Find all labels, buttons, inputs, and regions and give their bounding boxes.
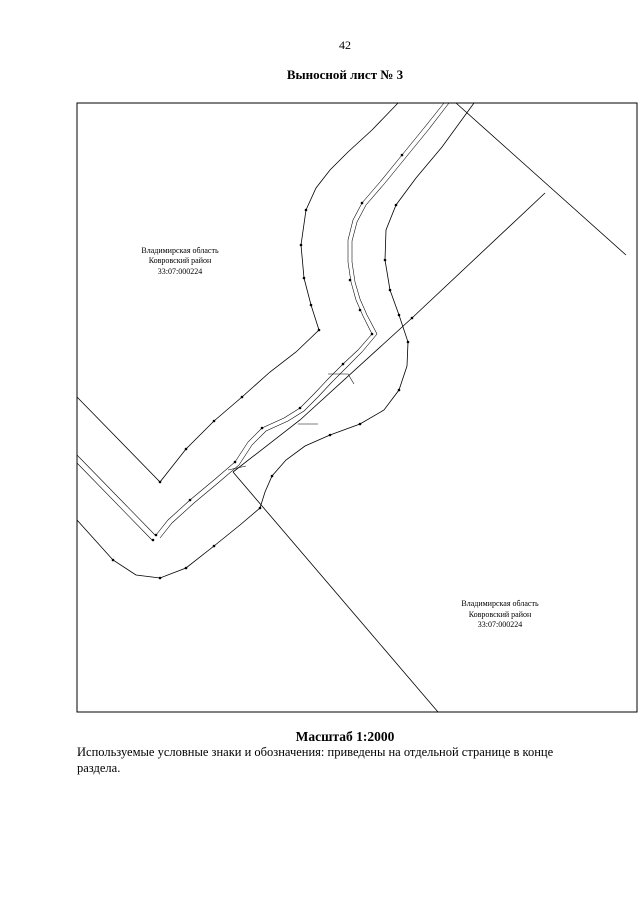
corridor-upper-edge bbox=[76, 102, 399, 483]
region-name: Владимирская область bbox=[461, 599, 539, 608]
map-scale: Масштаб 1:2000 bbox=[295, 729, 395, 744]
region-name: Владимирская область bbox=[141, 246, 219, 255]
parcel-boundary-lower bbox=[232, 471, 439, 713]
vertex-point bbox=[400, 153, 404, 157]
vertex-point bbox=[317, 328, 321, 332]
vertex-point bbox=[383, 258, 387, 262]
vertex-point bbox=[304, 208, 308, 212]
vertex-point bbox=[260, 426, 264, 430]
vertex-point bbox=[341, 362, 345, 366]
legend-note-line-1: Используемые условные знаки и обозначени… bbox=[77, 745, 554, 759]
vertex-point bbox=[212, 419, 216, 423]
vertex-point bbox=[302, 276, 306, 280]
region-label-left: Владимирская область Ковровский район 33… bbox=[141, 246, 219, 276]
district-name: Ковровский район bbox=[469, 610, 532, 619]
vertex-point bbox=[309, 303, 313, 307]
vertex-point bbox=[328, 433, 332, 437]
vertex-point bbox=[299, 243, 303, 247]
map-frame bbox=[76, 102, 638, 713]
leader-line bbox=[227, 465, 247, 471]
vertex-point bbox=[394, 203, 398, 207]
vertex-point bbox=[111, 558, 115, 562]
vertex-point bbox=[158, 480, 162, 484]
vertex-point bbox=[212, 544, 216, 548]
vertex-point bbox=[188, 498, 192, 502]
page-title: Выносной лист № 3 bbox=[286, 67, 404, 82]
vertex-point bbox=[298, 406, 302, 410]
vertex-point bbox=[406, 340, 410, 344]
corridor-lower-edge bbox=[76, 102, 475, 579]
vertex-point bbox=[233, 460, 237, 464]
parcel-boundary-upper-right bbox=[455, 102, 627, 256]
vertex-point bbox=[348, 278, 352, 282]
vertex-point bbox=[397, 313, 401, 317]
vertex-point bbox=[410, 316, 414, 320]
cadastral-number: 33:07:000224 bbox=[158, 267, 202, 276]
district-name: Ковровский район bbox=[149, 256, 212, 265]
left-road-line-2 bbox=[76, 462, 153, 541]
vertex-points bbox=[111, 153, 414, 580]
left-road-line-1 bbox=[76, 454, 156, 536]
leader-line bbox=[328, 373, 355, 385]
vertex-point bbox=[184, 566, 188, 570]
cadastral-number: 33:07:000224 bbox=[478, 620, 522, 629]
road-line-2 bbox=[159, 102, 450, 539]
vertex-point bbox=[397, 388, 401, 392]
road-line-1 bbox=[155, 102, 445, 536]
region-label-right: Владимирская область Ковровский район 33… bbox=[461, 599, 539, 629]
page-number: 42 bbox=[339, 38, 351, 52]
vertex-point bbox=[388, 288, 392, 292]
vertex-point bbox=[154, 533, 158, 537]
legend-note-line-2: раздела. bbox=[77, 761, 121, 775]
vertex-point bbox=[184, 447, 188, 451]
vertex-point bbox=[258, 506, 262, 510]
vertex-point bbox=[151, 538, 155, 542]
vertex-point bbox=[158, 576, 162, 580]
vertex-point bbox=[240, 395, 244, 399]
vertex-point bbox=[360, 201, 364, 205]
parcel-boundary-diagonal bbox=[232, 192, 546, 473]
vertex-point bbox=[270, 474, 274, 478]
vertex-point bbox=[358, 422, 362, 426]
vertex-point bbox=[358, 308, 362, 312]
vertex-point bbox=[370, 332, 374, 336]
